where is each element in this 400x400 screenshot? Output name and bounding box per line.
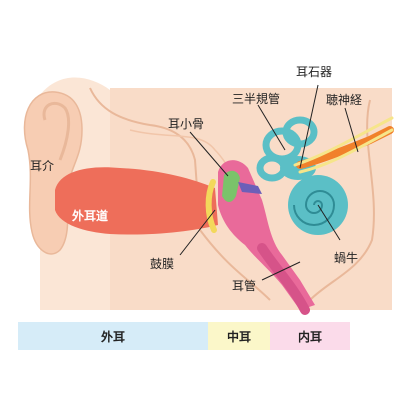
- legend-inner-ear: 内耳: [270, 322, 350, 350]
- bone-contour: [89, 87, 375, 301]
- auditory-nerve: [296, 126, 394, 169]
- label-auricle: 耳介: [30, 159, 54, 173]
- middle-ear: [218, 160, 315, 310]
- label-semicircular-canals: 三半規管: [232, 91, 280, 106]
- label-otolith-organ: 耳石器: [296, 65, 332, 79]
- label-cochlea: 蝸牛: [334, 250, 358, 265]
- label-tympanum: 鼓膜: [150, 257, 174, 271]
- ossicles: [222, 170, 240, 202]
- legend-outer-ear: 外耳: [18, 322, 208, 350]
- nerve-fibers: [293, 116, 394, 174]
- eustachian-tube: [257, 243, 310, 315]
- leader-lines: [179, 84, 359, 281]
- label-ossicles: 耳小骨: [168, 117, 204, 131]
- ear-canal: [55, 167, 218, 235]
- legend-outer-ear-label: 外耳: [100, 329, 125, 344]
- label-auditory-nerve: 聴神経: [326, 93, 362, 107]
- auricle-inner: [42, 101, 71, 161]
- stapes: [238, 182, 262, 194]
- legend-middle-ear-label: 中耳: [226, 329, 251, 344]
- cochlea-spiral: [293, 190, 336, 226]
- label-eustachian-tube: 耳管: [232, 278, 256, 293]
- tympanum: [205, 179, 217, 233]
- legend-middle-ear: 中耳: [208, 322, 270, 350]
- legend-inner-ear-label: 内耳: [297, 329, 322, 344]
- label-ear-canal: 外耳道: [72, 208, 108, 223]
